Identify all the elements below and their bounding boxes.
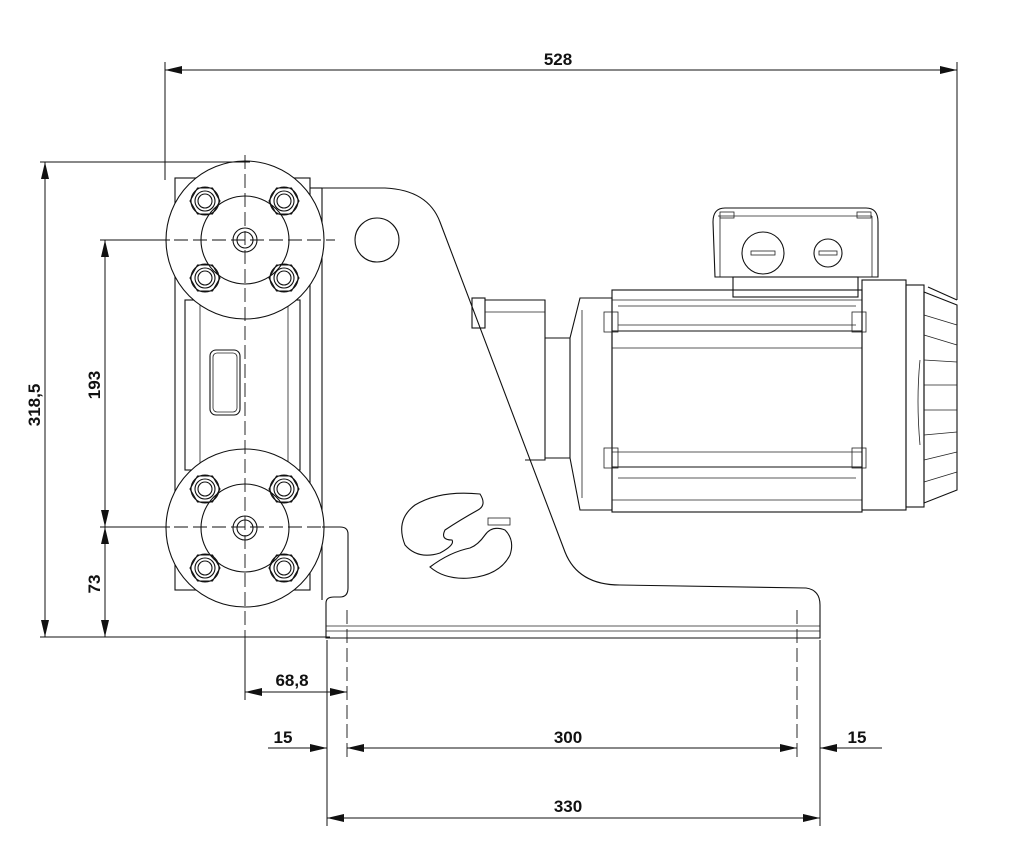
dim-label-193: 193 bbox=[85, 371, 104, 399]
dimension-port-offset: 68,8 bbox=[245, 671, 347, 696]
dimension-overall-length: 528 bbox=[165, 50, 957, 74]
mounting-bracket bbox=[322, 187, 821, 639]
terminal-box bbox=[712, 207, 879, 278]
cable-gland-large bbox=[741, 231, 785, 275]
motor bbox=[569, 207, 958, 513]
dimension-base-length: 330 bbox=[327, 797, 820, 822]
fan-cover bbox=[861, 279, 958, 511]
dim-label-528: 528 bbox=[544, 50, 572, 69]
dimension-hole-spacing: 15 300 15 bbox=[268, 728, 882, 752]
bracket-hole bbox=[354, 217, 400, 263]
dim-label-318-5: 318,5 bbox=[25, 384, 44, 427]
dim-label-300: 300 bbox=[554, 728, 582, 747]
dim-label-68-8: 68,8 bbox=[275, 671, 308, 690]
bracket-slot bbox=[401, 492, 484, 556]
dim-label-73: 73 bbox=[85, 575, 104, 594]
dimension-overall-height: 318,5 bbox=[25, 162, 49, 637]
coupling-housing bbox=[471, 297, 570, 461]
dim-label-15-left: 15 bbox=[274, 728, 293, 747]
dimension-port-spacing: 193 73 bbox=[85, 240, 109, 637]
pump-window bbox=[209, 349, 241, 416]
dim-label-15-right: 15 bbox=[848, 728, 867, 747]
center-lines bbox=[155, 155, 798, 760]
cable-gland-small bbox=[813, 238, 843, 268]
extension-lines bbox=[40, 62, 958, 826]
dim-label-330: 330 bbox=[554, 797, 582, 816]
